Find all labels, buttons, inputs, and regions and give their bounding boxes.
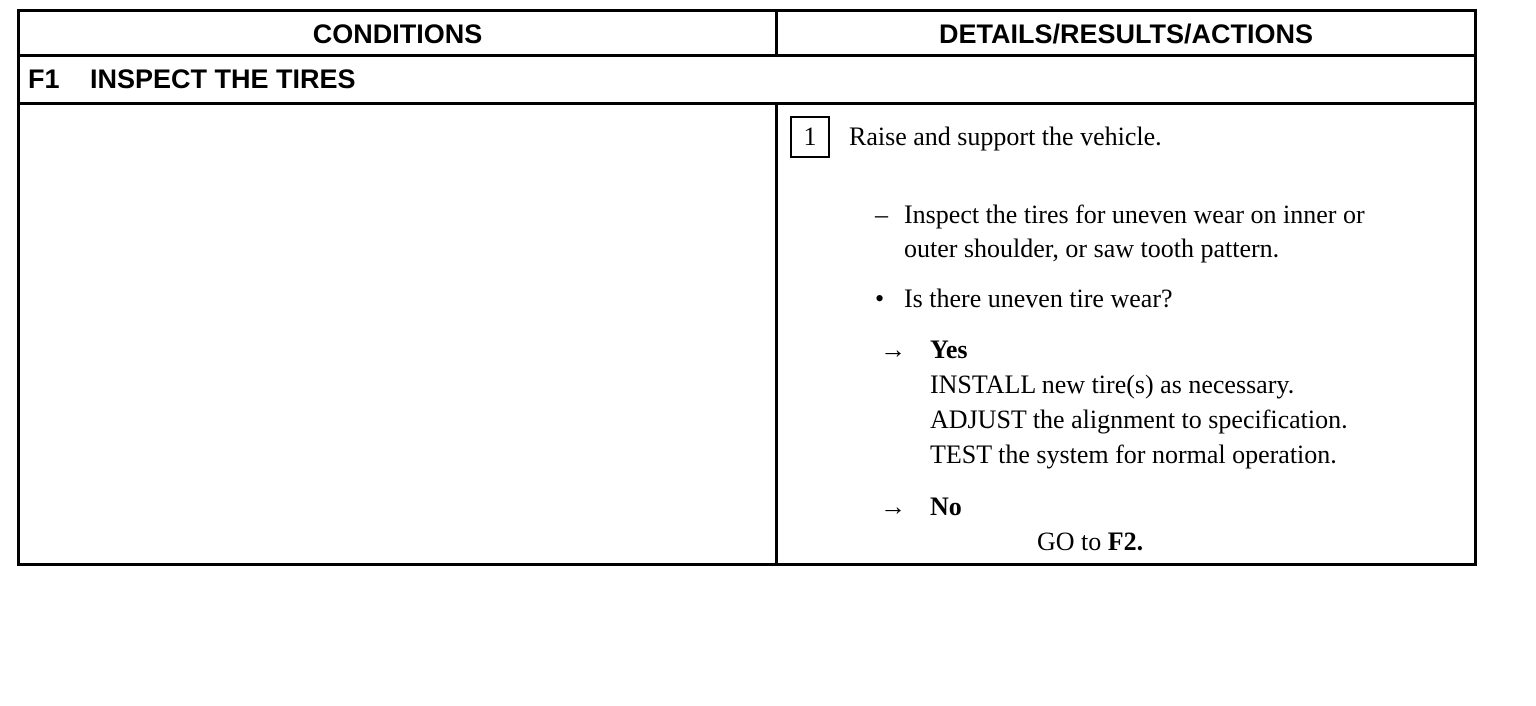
inspect-line-1: Inspect the tires for uneven wear on inn…	[904, 200, 1365, 229]
step-instruction: Raise and support the vehicle.	[849, 122, 1162, 151]
no-go-instruction: GO to F2.	[1037, 527, 1143, 557]
yes-label: Yes	[930, 335, 968, 364]
header-column-divider	[775, 12, 778, 54]
no-label: No	[930, 492, 962, 521]
go-text: GO to	[1037, 527, 1108, 556]
yes-arrow-icon: →	[880, 335, 906, 364]
yes-action-adjust: ADJUST the alignment to specification.	[930, 405, 1348, 434]
no-arrow-icon: →	[880, 492, 906, 521]
inspect-line-2: outer shoulder, or saw tooth pattern.	[904, 234, 1280, 263]
section-code: F1	[28, 64, 60, 94]
yes-action-install: INSTALL new tire(s) as necessary.	[930, 370, 1295, 399]
step-number-box: 1	[790, 116, 830, 158]
body-column-divider	[775, 105, 778, 563]
section-title-row: F1 INSPECT THE TIRES	[20, 57, 1474, 105]
table-header-row: CONDITIONS DETAILS/RESULTS/ACTIONS	[20, 12, 1474, 57]
dash-marker: –	[875, 200, 888, 229]
go-target: F2.	[1107, 527, 1144, 556]
question-text: Is there uneven tire wear?	[904, 284, 1173, 313]
conditions-header: CONDITIONS	[312, 19, 483, 49]
details-header: DETAILS/RESULTS/ACTIONS	[938, 19, 1313, 49]
section-title: INSPECT THE TIRES	[90, 64, 356, 94]
bullet-marker: •	[875, 284, 885, 313]
yes-action-test: TEST the system for normal operation.	[930, 440, 1337, 469]
